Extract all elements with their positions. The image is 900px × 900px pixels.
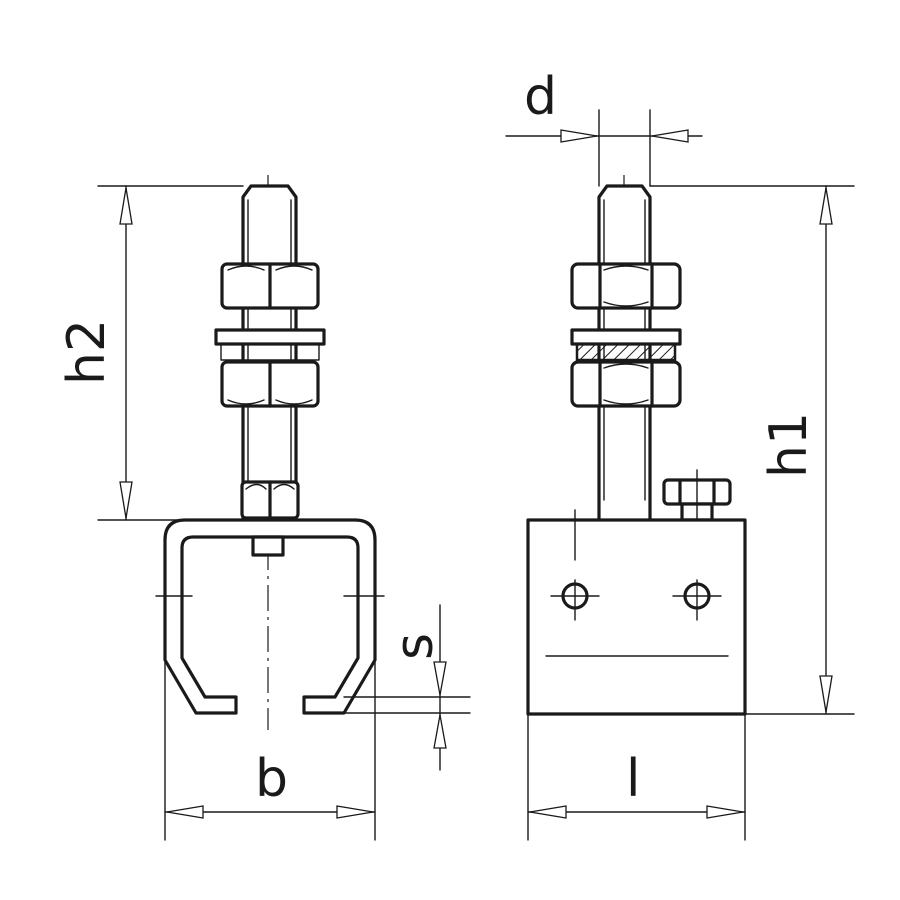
- c-channel-profile: [155, 518, 385, 715]
- side-view: [526, 175, 747, 716]
- lower-hex-nut-front: [220, 360, 320, 408]
- front-view: [155, 175, 385, 730]
- washer-damper-front: [214, 328, 326, 361]
- label-s: s: [385, 633, 445, 660]
- dimension-b: b: [164, 659, 376, 841]
- label-h1: h1: [759, 412, 819, 478]
- label-h2: h2: [57, 319, 117, 385]
- upper-hex-nut-front: [220, 262, 320, 310]
- upper-hex-nut-side: [570, 262, 682, 310]
- small-bolt-side: [662, 469, 732, 549]
- dimension-s: s: [343, 604, 471, 771]
- label-l: l: [626, 749, 640, 809]
- dimension-l: l: [527, 713, 746, 841]
- label-b: b: [255, 749, 288, 809]
- dimension-h2: h2: [57, 185, 244, 521]
- label-d: d: [524, 67, 557, 127]
- lower-hex-nut-side: [570, 360, 682, 408]
- dimension-d: d: [505, 67, 703, 187]
- trolley-block-side: [526, 509, 747, 716]
- dimension-h1: h1: [649, 185, 855, 715]
- small-nut-front: [240, 480, 300, 520]
- washer-damper-side: [570, 328, 682, 362]
- threaded-rod-front: [241, 184, 298, 522]
